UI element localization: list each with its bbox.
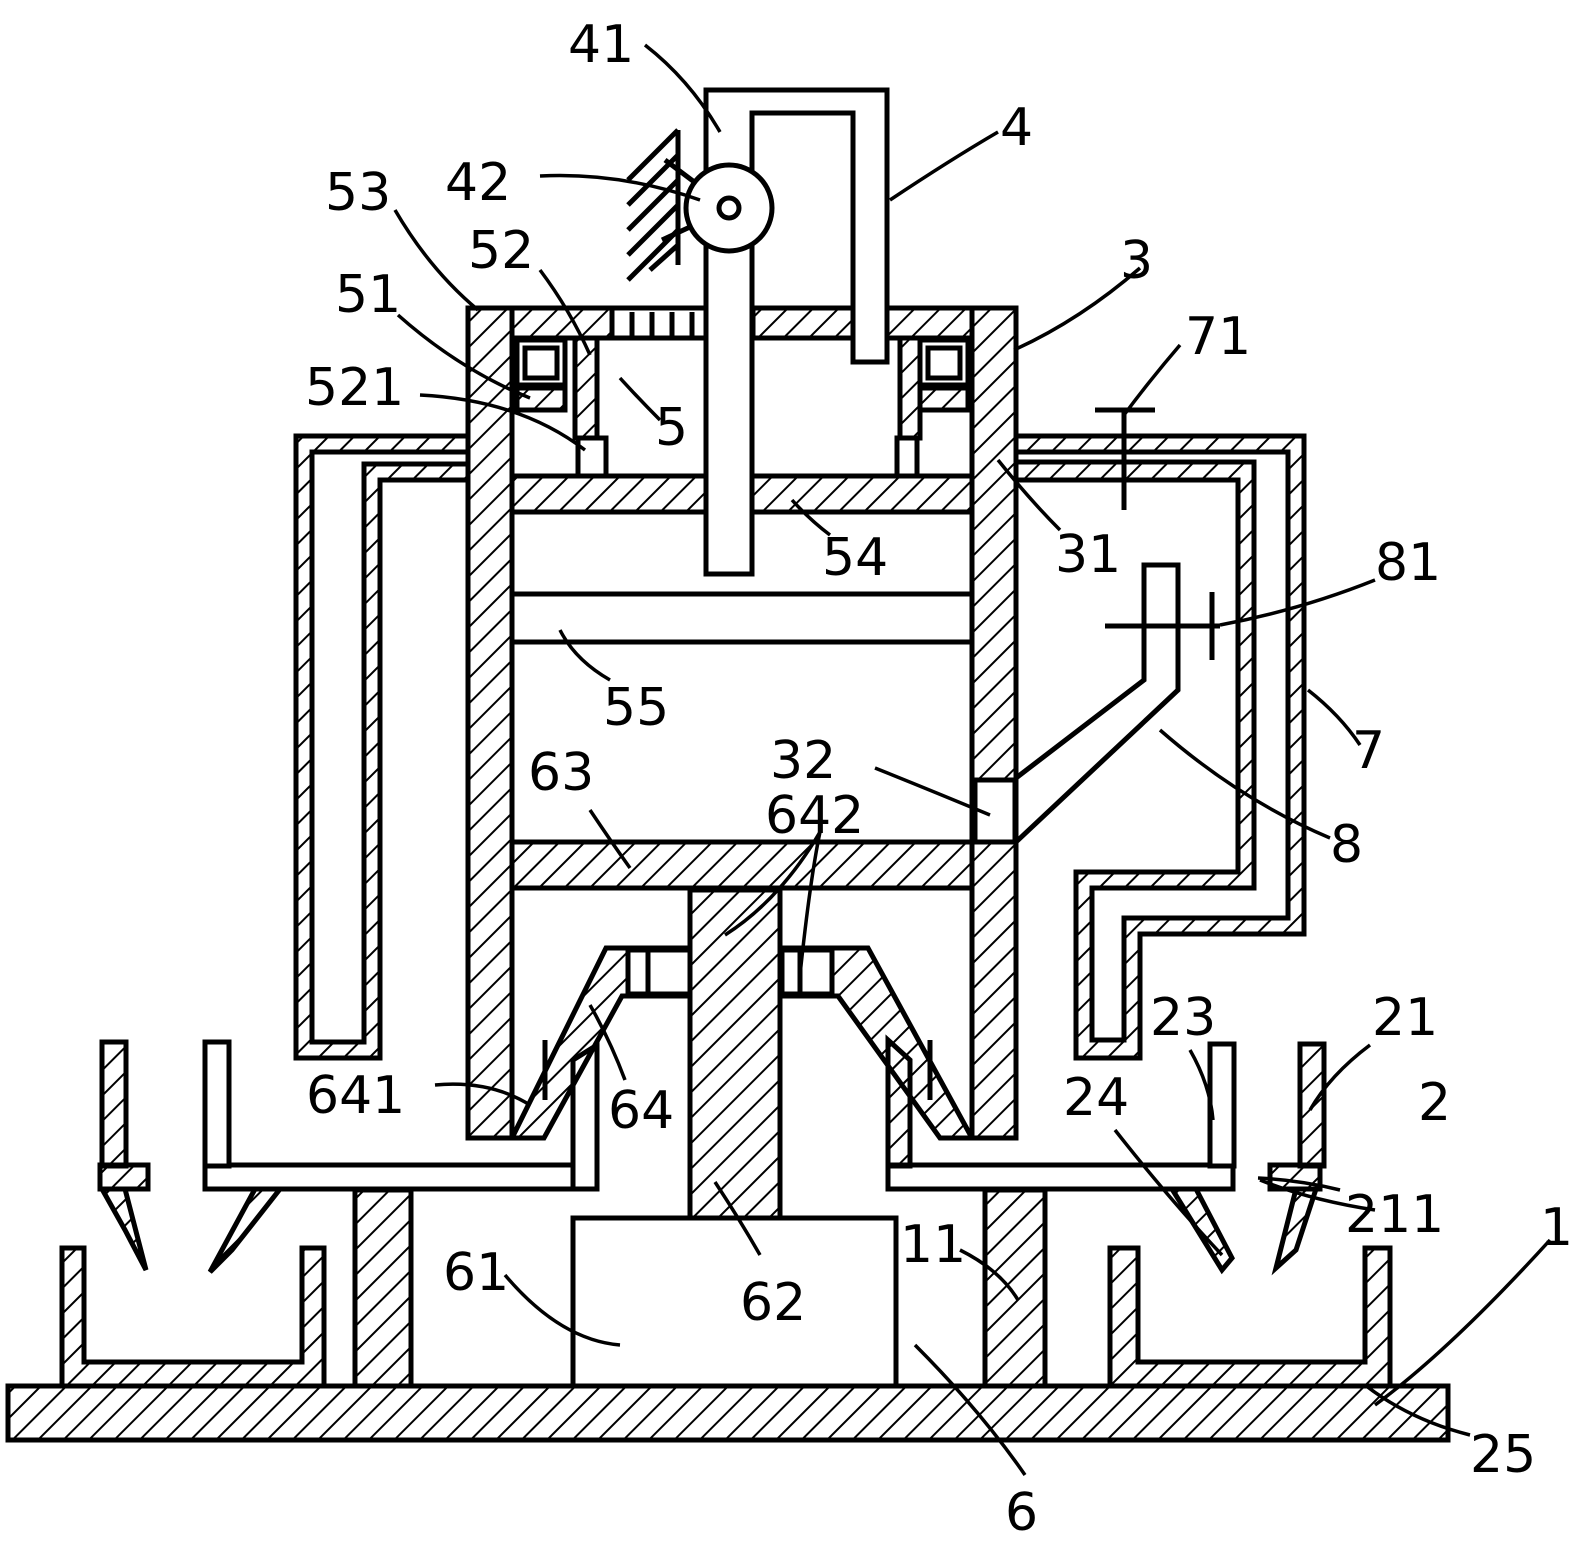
support-column-left bbox=[352, 1187, 414, 1389]
label-61: 61 bbox=[443, 1243, 509, 1303]
top-cover-mid bbox=[750, 305, 856, 341]
cone-cap-right bbox=[779, 947, 835, 997]
seal-square-right bbox=[925, 345, 963, 381]
conduit-7-right bbox=[1013, 433, 1307, 1061]
screen-plate-left-outer bbox=[97, 1162, 151, 1192]
inner-wall-left bbox=[202, 1039, 232, 1169]
top-cover-right bbox=[880, 305, 975, 341]
label-2: 2 bbox=[1418, 1073, 1451, 1133]
cone-cap-left bbox=[625, 947, 693, 997]
label-6: 6 bbox=[1005, 1483, 1038, 1543]
partition-plate-63 bbox=[509, 839, 975, 891]
drive-wheel-hub bbox=[716, 195, 742, 221]
label-71: 71 bbox=[1185, 307, 1251, 367]
motor-block bbox=[570, 1215, 899, 1389]
label-25: 25 bbox=[1470, 1425, 1536, 1485]
label-32: 32 bbox=[770, 731, 836, 791]
label-51: 51 bbox=[335, 265, 401, 325]
inner-wall-right-23 bbox=[1207, 1041, 1237, 1169]
label-641: 641 bbox=[306, 1066, 405, 1126]
label-54: 54 bbox=[822, 528, 888, 588]
guide-blade-right-a bbox=[1167, 1186, 1235, 1275]
outer-wall-left bbox=[99, 1039, 129, 1169]
label-521: 521 bbox=[305, 358, 404, 418]
label-31: 31 bbox=[1055, 525, 1121, 585]
label-64: 64 bbox=[608, 1081, 674, 1141]
seal-strip-right bbox=[917, 385, 971, 413]
conduit-7-left bbox=[293, 433, 471, 1061]
guide-blade-left-b bbox=[207, 1186, 286, 1274]
seal-lug-right bbox=[894, 435, 920, 479]
housing-wall-right bbox=[969, 305, 1019, 1141]
filter-plate-55 bbox=[509, 591, 975, 645]
screen-plate-right bbox=[885, 1162, 1236, 1192]
collection-tray-right bbox=[1107, 1245, 1393, 1389]
collection-tray-left bbox=[59, 1245, 327, 1389]
screen-plate-left bbox=[202, 1162, 598, 1192]
label-8: 8 bbox=[1330, 815, 1363, 875]
seal-strip-left bbox=[514, 385, 568, 413]
label-11: 11 bbox=[900, 1215, 966, 1275]
label-42: 42 bbox=[445, 153, 511, 213]
label-4: 4 bbox=[1000, 98, 1033, 158]
label-211: 211 bbox=[1345, 1185, 1444, 1245]
label-24: 24 bbox=[1063, 1068, 1129, 1128]
label-53: 53 bbox=[325, 163, 391, 223]
top-cover-left bbox=[509, 305, 615, 341]
guide-blade-right-b bbox=[1271, 1186, 1320, 1276]
label-642: 642 bbox=[765, 786, 864, 846]
seal-square-left bbox=[522, 345, 560, 381]
label-62: 62 bbox=[740, 1273, 806, 1333]
label-1: 1 bbox=[1540, 1198, 1573, 1258]
label-81: 81 bbox=[1375, 533, 1441, 593]
housing-wall-left bbox=[465, 305, 515, 1141]
seal-post-right bbox=[897, 335, 923, 441]
seal-lug-left bbox=[575, 435, 609, 479]
support-column-right bbox=[982, 1187, 1048, 1389]
guide-blade-left-a bbox=[97, 1186, 149, 1272]
label-21: 21 bbox=[1372, 988, 1438, 1048]
drive-shaft bbox=[687, 887, 783, 1221]
label-23: 23 bbox=[1150, 988, 1216, 1048]
pipe-8 bbox=[1013, 562, 1181, 848]
label-63: 63 bbox=[528, 743, 594, 803]
seal-post-left bbox=[572, 335, 600, 441]
label-7: 7 bbox=[1352, 721, 1385, 781]
label-5: 5 bbox=[655, 398, 688, 458]
label-55: 55 bbox=[603, 678, 669, 738]
label-52: 52 bbox=[468, 221, 534, 281]
label-3: 3 bbox=[1120, 231, 1153, 291]
base-plate bbox=[5, 1383, 1451, 1443]
label-41: 41 bbox=[568, 15, 634, 75]
